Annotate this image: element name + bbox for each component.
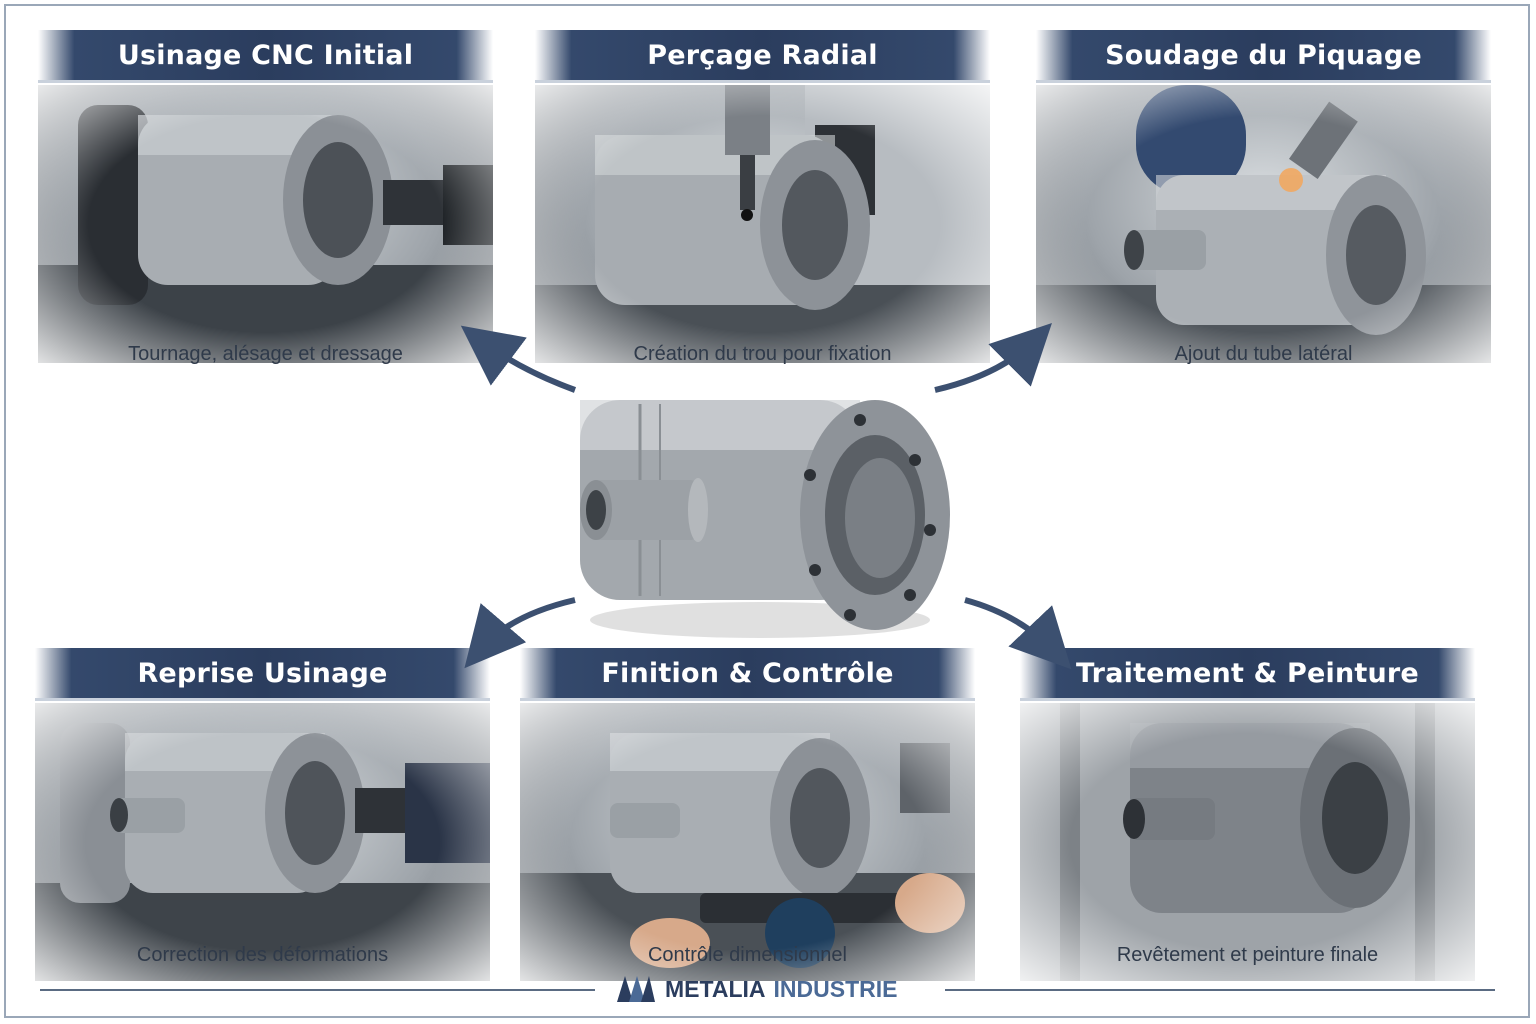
step-caption: Correction des déformations [136,944,389,966]
step-photo [535,85,990,363]
step-banner: Reprise Usinage [35,648,490,701]
step-caption: Contrôle dimensionnel [647,944,847,966]
finished-cylinder-icon [580,400,950,638]
step-caption: Tournage, alésage et dressage [128,343,403,365]
step-title: Finition & Contrôle [601,657,894,689]
step-photo [1036,85,1491,363]
step-caption: Ajout du tube latéral [1174,343,1353,365]
brand-name-suffix: INDUSTRIE [773,975,898,1002]
step-banner: Perçage Radial [535,30,990,83]
step-title: Reprise Usinage [137,657,388,689]
step-title: Soudage du Piquage [1105,39,1422,71]
brand-name: METALIA [665,975,766,1002]
outer-frame [4,4,1530,1018]
step-banner: Traitement & Peinture [1020,648,1475,701]
finished-part-image [560,380,960,640]
footer-divider-right [945,989,1495,991]
step-title: Traitement & Peinture [1076,657,1419,689]
step-title: Usinage CNC Initial [117,39,414,71]
step-caption: Création du trou pour fixation [633,343,892,365]
step-banner: Finition & Contrôle [520,648,975,701]
step-caption: Revêtement et peinture finale [1116,944,1379,966]
step-photo [520,703,975,981]
step-photo [38,85,493,363]
step-banner: Soudage du Piquage [1036,30,1491,83]
footer-divider-left [40,989,595,991]
step-banner: Usinage CNC Initial [38,30,493,83]
metalia-logo-icon [617,976,655,1002]
step-title: Perçage Radial [647,39,878,71]
footer-brand: METALIA INDUSTRIE [615,974,897,1004]
step-photo [1020,703,1475,981]
step-photo [35,703,490,981]
